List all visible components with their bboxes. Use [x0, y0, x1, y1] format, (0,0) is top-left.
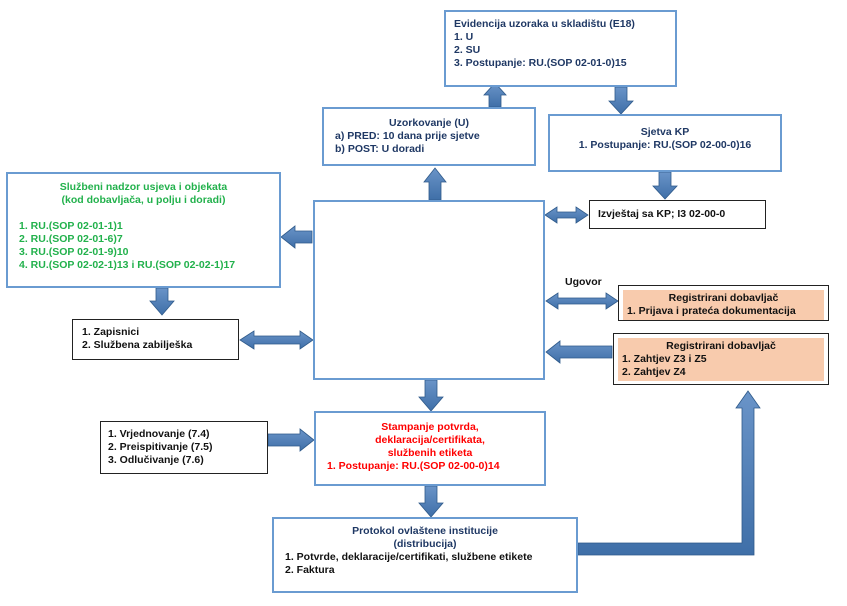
arrow-zapisnici-institution — [239, 330, 314, 350]
izvjestaj-text: Izvještaj sa KP; I3 02-00-0 — [598, 208, 726, 220]
stampanje-line: Stampanje potvrda, — [381, 421, 479, 433]
vrjednovanje-item: 3. Odlučivanje (7.6) — [108, 454, 204, 466]
institution-box — [313, 200, 545, 380]
protokol-title: Protokol ovlaštene institucije — [352, 525, 498, 537]
sjetva-box: Sjetva KP 1. Postupanje: RU.(SOP 02-00-0… — [548, 114, 782, 172]
arrow-institution-to-stampanje — [418, 379, 444, 412]
nadzor-item: 2. RU.(SOP 02-01-6)7 — [19, 233, 123, 245]
sjetva-item: 1. Postupanje: RU.(SOP 02-00-0)16 — [578, 139, 752, 151]
zapisnici-item: 2. Službena zabilješka — [82, 339, 193, 351]
uzorkovanje-title: Uzorkovanje (U) — [389, 117, 469, 129]
uzorkovanje-box: Uzorkovanje (U) a) PRED: 10 dana prije s… — [322, 107, 536, 166]
arrow-sjetva-to-izvjestaj — [652, 171, 678, 200]
arrow-institution-dobavljac1 — [545, 292, 619, 310]
e18-box: Evidencija uzoraka u skladištu (E18) 1. … — [444, 10, 677, 87]
nadzor-item: 1. RU.(SOP 02-01-1)1 — [19, 220, 123, 232]
nadzor-box: Službeni nadzor usjeva i objekata (kod d… — [6, 172, 281, 288]
e18-title: Evidencija uzoraka u skladištu (E18) — [454, 18, 635, 30]
ugovor-label: Ugovor — [565, 276, 602, 288]
dobavljac2-item: 1. Zahtjev Z3 i Z5 — [622, 353, 707, 365]
arrow-stampanje-to-protokol — [418, 485, 444, 518]
protokol-subtitle: (distribucija) — [393, 538, 457, 550]
dobavljac2-title: Registrirani dobavljač — [666, 340, 776, 352]
dobavljac2-item: 2. Zahtjev Z4 — [622, 366, 686, 378]
stampanje-box: Stampanje potvrda, deklaracija/certifika… — [314, 411, 546, 486]
nadzor-subtitle: (kod dobavljača, u polju i doradi) — [61, 194, 226, 206]
e18-item: 1. U — [454, 31, 474, 43]
uzorkovanje-item: b) POST: U doradi — [335, 143, 425, 155]
e18-item: 3. Postupanje: RU.(SOP 02-01-0)15 — [454, 57, 627, 69]
nadzor-item: 4. RU.(SOP 02-02-1)13 i RU.(SOP 02-02-1)… — [19, 259, 236, 271]
arrow-vrjednovanje-to-stampanje — [267, 428, 315, 452]
nadzor-item: 3. RU.(SOP 02-01-9)10 — [19, 246, 129, 258]
dobavljac1-fill: Registrirani dobavljač 1. Prijava i prat… — [623, 290, 824, 320]
dobavljac1-box: Registrirani dobavljač 1. Prijava i prat… — [618, 285, 829, 321]
protokol-box: Protokol ovlaštene institucije (distribu… — [272, 517, 578, 593]
arrow-e18-to-sjetva — [608, 86, 634, 115]
stampanje-item: 1. Postupanje: RU.(SOP 02-00-0)14 — [327, 460, 500, 472]
dobavljac1-item: 1. Prijava i prateća dokumentacija — [627, 305, 796, 317]
zapisnici-box: 1. Zapisnici 2. Službena zabilješka — [72, 319, 239, 360]
nadzor-title: Službeni nadzor usjeva i objekata — [59, 181, 228, 193]
arrow-institution-izvjestaj — [544, 206, 589, 224]
arrow-institution-to-nadzor — [280, 225, 313, 249]
e18-item: 2. SU — [454, 44, 481, 56]
izvjestaj-box: Izvještaj sa KP; I3 02-00-0 — [589, 200, 766, 229]
arrow-protokol-to-dobavljac2 — [577, 390, 761, 556]
arrow-institution-to-uzorkovanje — [423, 167, 447, 201]
stampanje-line: službenih etiketa — [387, 447, 473, 459]
vrjednovanje-item: 1. Vrjednovanje (7.4) — [108, 428, 210, 440]
arrow-nadzor-to-zapisnici — [149, 287, 175, 316]
sjetva-title: Sjetva KP — [640, 126, 690, 138]
uzorkovanje-item: a) PRED: 10 dana prije sjetve — [335, 130, 480, 142]
protokol-item: 2. Faktura — [285, 564, 335, 576]
vrjednovanje-box: 1. Vrjednovanje (7.4) 2. Preispitivanje … — [100, 421, 268, 474]
stampanje-line: deklaracija/certifikata, — [375, 434, 485, 446]
zapisnici-item: 1. Zapisnici — [82, 326, 140, 338]
vrjednovanje-item: 2. Preispitivanje (7.5) — [108, 441, 213, 453]
dobavljac1-title: Registrirani dobavljač — [668, 292, 779, 304]
dobavljac2-box: Registrirani dobavljač 1. Zahtjev Z3 i Z… — [613, 333, 829, 385]
protokol-item: 1. Potvrde, deklaracije/certifikati, slu… — [285, 551, 533, 563]
dobavljac2-fill: Registrirani dobavljač 1. Zahtjev Z3 i Z… — [618, 338, 824, 381]
arrow-uzorkovanje-to-e18 — [483, 82, 507, 108]
arrow-dobavljac2-to-institution — [545, 340, 613, 364]
